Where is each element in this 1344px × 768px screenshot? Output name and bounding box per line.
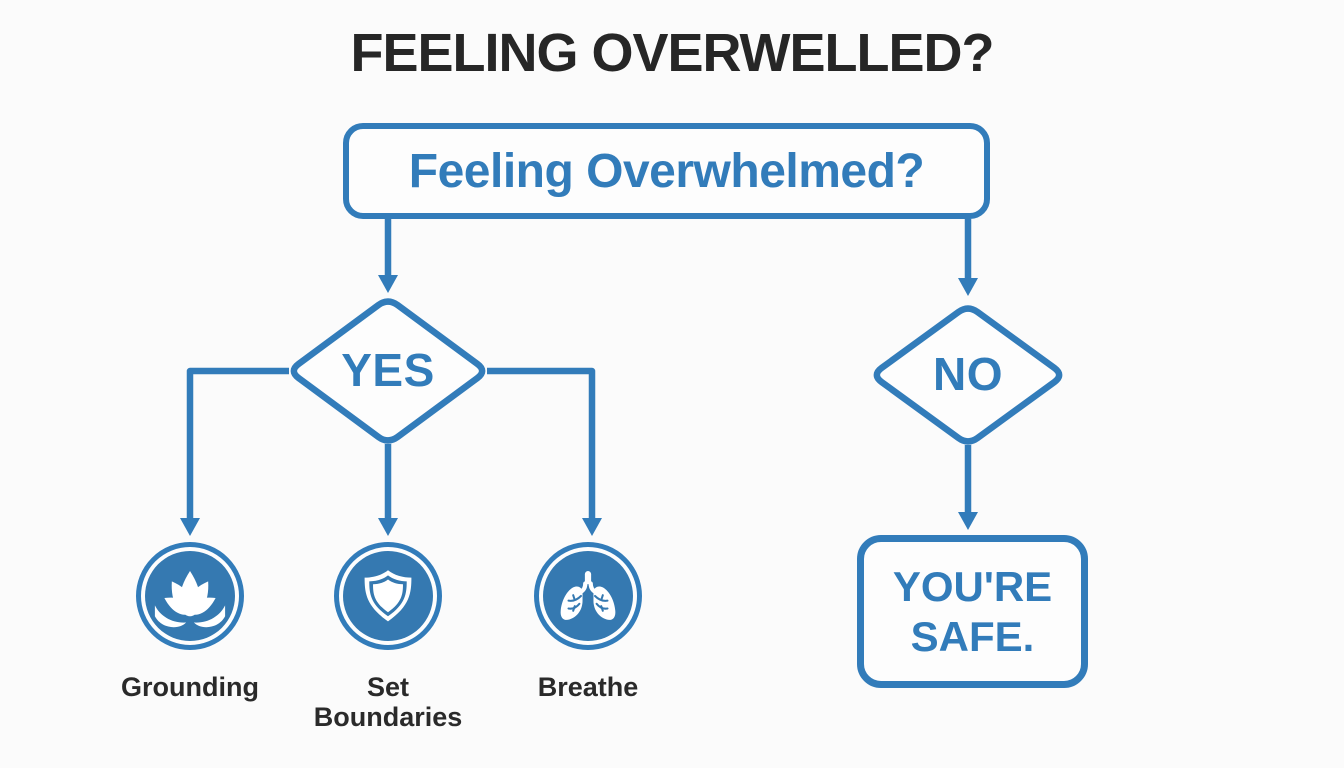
root-question-box: Feeling Overwhelmed? <box>343 123 990 219</box>
safe-outcome-line1: YOU'RE <box>892 562 1053 610</box>
breathe-option-circle <box>534 542 642 650</box>
boundaries-label: Set Boundaries <box>313 672 463 732</box>
page-title: FEELING OVERWELLED? <box>350 23 994 83</box>
shield-icon <box>364 570 412 622</box>
yes-diamond <box>290 298 486 444</box>
lotus-icon <box>154 571 226 628</box>
breathe-label: Breathe <box>537 672 639 702</box>
boundaries-option-circle <box>334 542 442 650</box>
no-diamond <box>873 305 1063 445</box>
lungs-icon <box>560 571 616 620</box>
safe-outcome-line2: SAFE. <box>910 612 1035 660</box>
connector-yes-grounding <box>180 367 289 536</box>
grounding-option-circle <box>136 542 244 650</box>
root-question-label: Feeling Overwhelmed? <box>408 144 925 198</box>
connector-yes-breathe <box>487 367 602 536</box>
boundaries-disc <box>343 551 433 641</box>
breathe-disc <box>543 551 633 641</box>
yes-decision-label: YES <box>341 344 435 396</box>
grounding-disc <box>145 551 235 641</box>
safe-outcome-box: YOU'RE SAFE. <box>857 535 1088 688</box>
no-decision-label: NO <box>933 348 1003 400</box>
grounding-label: Grounding <box>121 672 259 702</box>
